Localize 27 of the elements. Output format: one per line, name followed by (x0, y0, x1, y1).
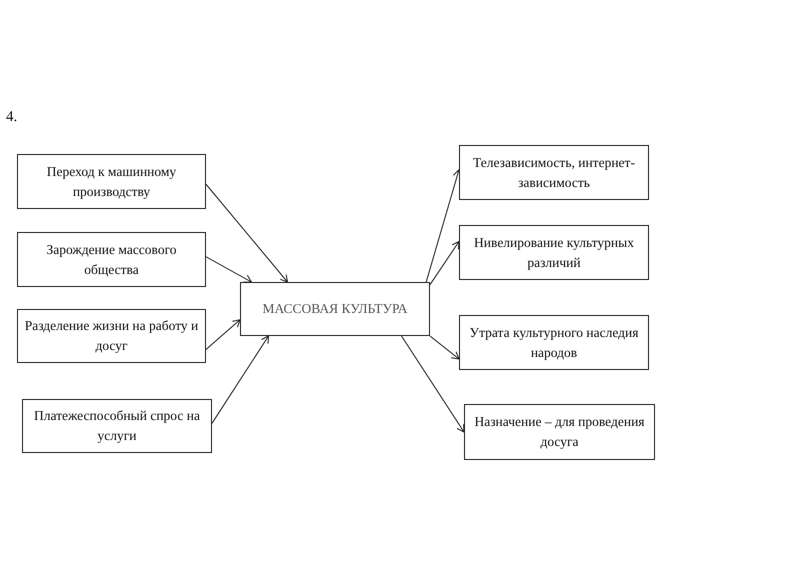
box-text: Утрата культурного наследия народов (468, 324, 640, 362)
box-text: Переход к машинному производству (46, 162, 178, 201)
arrow (206, 319, 240, 350)
concept-box (17, 232, 206, 287)
box-text: Разделение жизни на работу и досуг (24, 317, 199, 355)
arrow (430, 241, 460, 286)
concept-box (22, 399, 212, 453)
central-box (240, 282, 430, 336)
concept-box (459, 145, 649, 200)
box-text: Телезависимость, интернет-зависимость (472, 154, 636, 192)
task-number: 4. (6, 109, 18, 126)
arrow (212, 336, 269, 424)
concept-box (17, 154, 206, 209)
concept-box (17, 309, 206, 363)
box-text: МАССОВАЯ КУЛЬТУРА (262, 300, 408, 318)
concept-box (459, 225, 649, 280)
concept-box (464, 404, 655, 460)
arrow (206, 184, 288, 282)
box-text: Зарождение массового общества (45, 240, 178, 279)
arrow (426, 169, 462, 282)
box-text: Платежеспособный спрос на услуги (33, 407, 201, 445)
arrow (430, 336, 460, 360)
box-text: Назначение – для проведения досуга (473, 413, 646, 451)
concept-box (459, 315, 649, 370)
arrow (206, 256, 252, 283)
box-text: Нивелирование культурных различий (473, 234, 635, 272)
arrow (401, 336, 464, 432)
